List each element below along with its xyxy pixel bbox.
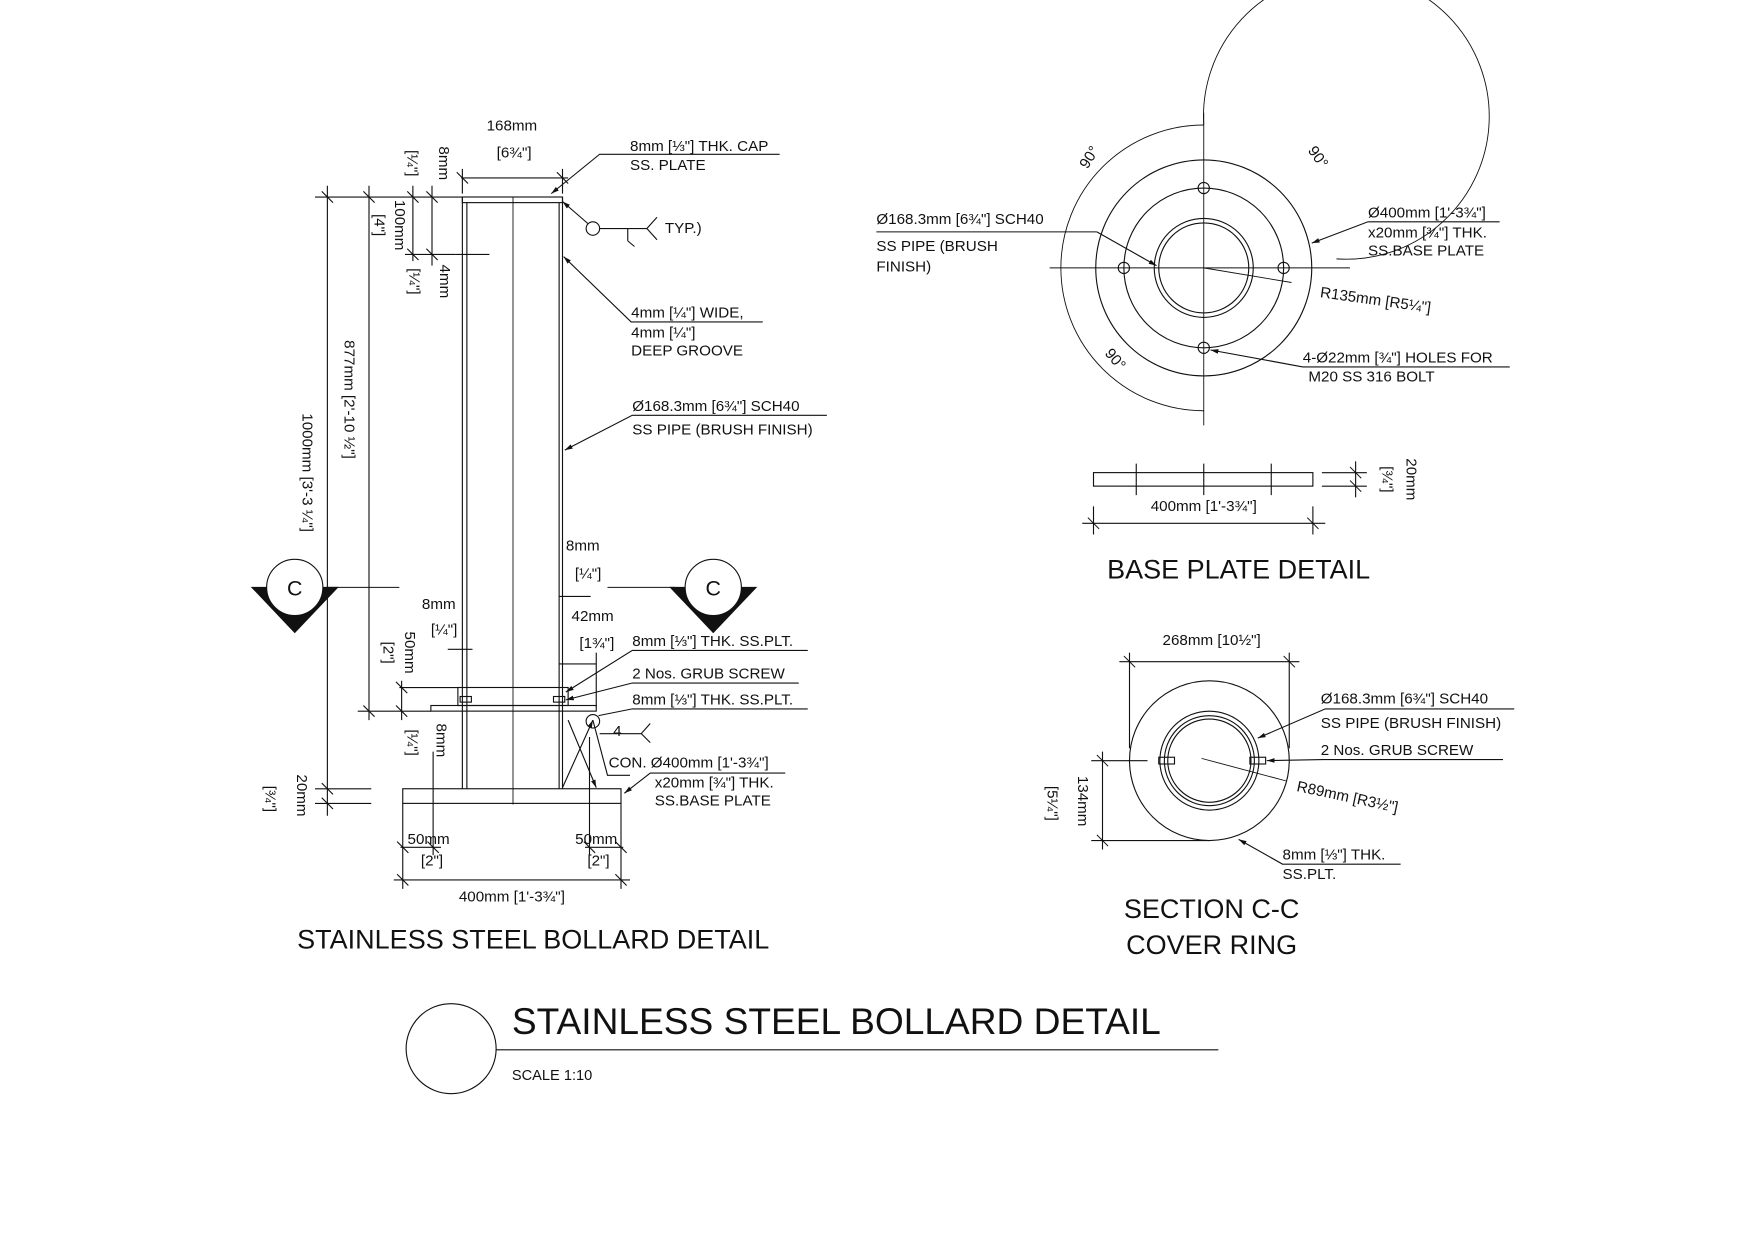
cc-half-height-in: [5¼"]: [1043, 786, 1060, 821]
pipe-note-2: SS PIPE (BRUSH FINISH): [632, 421, 812, 438]
grub-note: 2 Nos. GRUB SCREW: [632, 666, 785, 683]
bollard-elevation: C C 168mm [6¾"] 8mm [¼"] 100mm [4"] 4mm …: [250, 118, 827, 955]
dim-1000: 1000mm [3'-3 ¼"]: [299, 413, 316, 532]
title-block: STAINLESS STEEL BOLLARD DETAIL SCALE 1:1…: [405, 1000, 1219, 1095]
dim-groove-w: 4mm: [436, 265, 453, 299]
title-bubble: [405, 1003, 497, 1095]
bollard-title: STAINLESS STEEL BOLLARD DETAIL: [297, 925, 769, 955]
dim-plate-8mm: 8mm: [433, 724, 450, 758]
scale-label: SCALE 1:10: [512, 1068, 592, 1084]
cc-radius: R89mm [R3½"]: [1295, 778, 1399, 816]
dim-cap-thk-in: [¼"]: [403, 150, 420, 176]
cc-half-height: 134mm: [1074, 776, 1091, 827]
section-label: C: [706, 576, 721, 600]
dim-42mm-in: [1¾"]: [579, 635, 614, 652]
cc-pipe-note: Ø168.3mm [6¾"] SCH40: [1321, 690, 1488, 707]
dim-top-width: 168mm: [487, 118, 538, 135]
dim-20mm: 20mm: [293, 774, 310, 816]
cc-pipe-note-2: SS PIPE (BRUSH FINISH): [1321, 715, 1501, 732]
dim-plate-8mm-in: [¼"]: [403, 729, 420, 755]
cc-grub-note: 2 Nos. GRUB SCREW: [1321, 742, 1474, 759]
sheet-title: STAINLESS STEEL BOLLARD DETAIL: [512, 1000, 1161, 1042]
bp-plate-note: Ø400mm [1'-3¾"]: [1368, 204, 1486, 221]
bp-plate-note-2: x20mm [¾"] THK.: [1368, 225, 1487, 242]
base-plate-detail: 90° 90° 90° Ø168.3mm [6¾"] SCH40 SS PIPE…: [876, 0, 1510, 584]
bp-thk: 20mm: [1402, 458, 1419, 500]
dim-877: 877mm [2'-10 ½"]: [340, 340, 357, 459]
angle-label: 90°: [1076, 143, 1103, 171]
weld-size: 4: [613, 723, 621, 740]
dim-left-8mm: 8mm: [422, 596, 456, 613]
cap-note-2: SS. PLATE: [630, 157, 706, 174]
section-cc-title: SECTION C-C: [1124, 894, 1300, 924]
section-cc-detail: 268mm [10½"] Ø168.3mm [6¾"] SCH40 SS PIP…: [1043, 632, 1515, 960]
dim-edge-left-in: [2"]: [421, 852, 443, 869]
cap-note: 8mm [⅓"] THK. CAP: [630, 138, 768, 155]
section-cc-subtitle: COVER RING: [1126, 930, 1297, 960]
angle-label: 90°: [1101, 345, 1129, 374]
bp-pipe-note-2: SS PIPE (BRUSH: [876, 238, 997, 255]
dim-edge-right: 50mm: [575, 831, 617, 848]
bp-pipe-note: Ø168.3mm [6¾"] SCH40: [876, 211, 1043, 228]
pipe-note: Ø168.3mm [6¾"] SCH40: [632, 398, 799, 415]
bp-holes-note: 4-Ø22mm [¾"] HOLES FOR: [1303, 349, 1493, 366]
base-plate-title: BASE PLATE DETAIL: [1107, 554, 1370, 584]
weld-typ: TYP.): [665, 220, 702, 237]
section-marker-right: C: [669, 558, 758, 634]
dim-groove-dist-in: [4"]: [371, 214, 388, 236]
dim-base-width: 400mm [1'-3¾"]: [459, 888, 565, 905]
plate-note-top: 8mm [⅓"] THK. SS.PLT.: [632, 633, 793, 650]
bp-holes-note-2: M20 SS 316 BOLT: [1308, 369, 1434, 386]
section-label: C: [287, 576, 302, 600]
groove-note-3: DEEP GROOVE: [631, 343, 743, 360]
cc-plate-note-2: SS.PLT.: [1283, 866, 1337, 883]
dim-50mm-in: [2"]: [380, 641, 397, 663]
dim-groove-dist: 100mm: [391, 200, 408, 251]
dim-cap-thk: 8mm: [435, 146, 452, 180]
dim-left-8mm-in: [¼"]: [431, 622, 457, 639]
angle-label: 90°: [1304, 143, 1331, 172]
cc-width: 268mm [10½"]: [1163, 632, 1261, 649]
dim-right-8mm-in: [¼"]: [575, 565, 601, 582]
dim-50mm: 50mm: [401, 632, 418, 674]
section-marker-left: C: [250, 558, 339, 634]
dim-42mm: 42mm: [572, 608, 614, 625]
base-note: CON. Ø400mm [1'-3¾"]: [609, 754, 769, 771]
bp-thk-in: [¾"]: [1379, 466, 1396, 492]
dim-right-8mm: 8mm: [566, 537, 600, 554]
base-note-2: x20mm [¾"] THK.: [655, 775, 774, 792]
base-note-3: SS.BASE PLATE: [655, 793, 771, 810]
bp-width: 400mm [1'-3¾"]: [1151, 498, 1257, 515]
cc-plate-note: 8mm [⅓"] THK.: [1283, 847, 1386, 864]
dim-edge-left: 50mm: [408, 831, 450, 848]
groove-note-2: 4mm [¼"]: [631, 325, 695, 342]
dim-top-width-in: [6¾"]: [497, 145, 532, 162]
bp-radius: R135mm [R5¼"]: [1319, 284, 1432, 316]
dim-groove-w-in: [¼"]: [406, 268, 423, 294]
bp-plate-note-3: SS.BASE PLATE: [1368, 243, 1484, 260]
plate-note-bottom: 8mm [⅓"] THK. SS.PLT.: [632, 691, 793, 708]
groove-note: 4mm [¼"] WIDE,: [631, 304, 743, 321]
bp-pipe-note-3: FINISH): [876, 258, 931, 275]
dim-edge-right-in: [2"]: [587, 852, 609, 869]
dim-20mm-in: [¾"]: [262, 786, 279, 812]
